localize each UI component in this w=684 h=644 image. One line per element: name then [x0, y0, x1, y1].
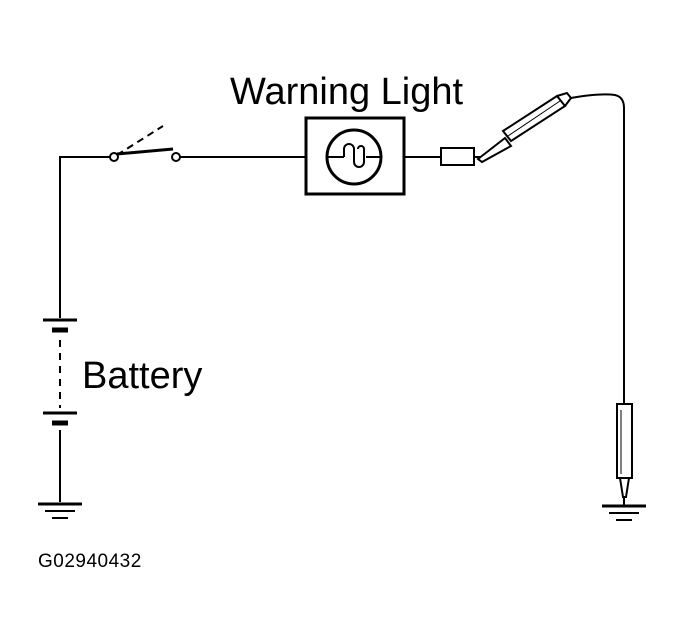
connector-plug	[440, 147, 482, 166]
probe-lead-wire	[570, 93, 625, 404]
warning-light-symbol	[304, 116, 406, 196]
test-probe-upper	[476, 91, 573, 164]
switch	[109, 125, 181, 162]
ground-symbol-left	[38, 502, 82, 519]
battery-symbol	[43, 318, 77, 426]
figure-id-label: G02940432	[38, 551, 142, 572]
left-wire	[59, 156, 112, 502]
battery-label: Battery	[82, 355, 202, 397]
warning-light-label: Warning Light	[230, 71, 463, 113]
ground-symbol-right	[602, 504, 646, 521]
test-probe-lower	[616, 403, 633, 505]
